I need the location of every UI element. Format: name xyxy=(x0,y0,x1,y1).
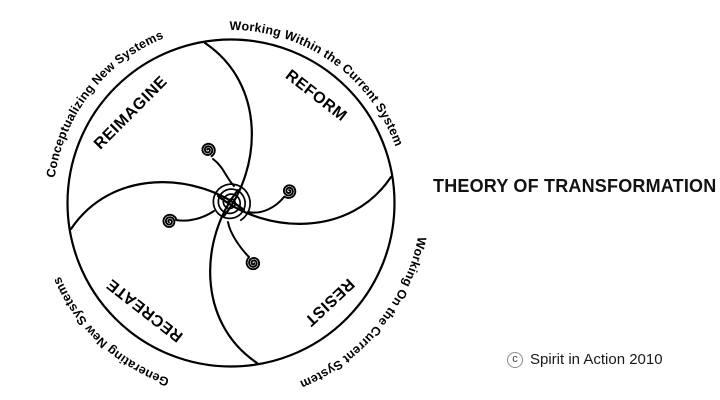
spiral-arm-bottom xyxy=(227,221,250,258)
center-ornament xyxy=(162,142,297,271)
small-spiral-icon-top xyxy=(201,142,216,158)
divider-curve-bottom xyxy=(209,188,259,365)
spiral-arm-right xyxy=(247,196,285,214)
small-spiral-icon-left xyxy=(162,213,178,228)
quadrant-label-reimagine: REIMAGINE xyxy=(91,73,171,153)
small-spiral-icon-right xyxy=(282,184,297,199)
small-spiral-icon-bottom xyxy=(245,256,261,271)
page-title: THEORY OF TRANSFORMATION xyxy=(433,176,717,196)
divider-curve-top xyxy=(203,41,253,218)
arc-label-working-within-current-system: Working Within the Current System xyxy=(229,19,406,148)
quadrant-label-resist: RESIST xyxy=(301,275,357,329)
divider-curve-right xyxy=(216,175,393,225)
quadrant-label-reform: REFORM xyxy=(282,67,350,125)
copyright-icon: c xyxy=(507,351,523,368)
quadrant-label-recreate: RECREATE xyxy=(104,275,187,345)
spiral-arm-left xyxy=(175,210,215,222)
center-spiral-icon xyxy=(212,183,251,222)
quadrant-divider-curves xyxy=(69,41,393,365)
spiral-arm-top xyxy=(212,158,235,187)
transformation-circle xyxy=(66,38,396,368)
copyright-line: c Spirit in Action 2010 xyxy=(507,351,663,368)
copyright-text: Spirit in Action 2010 xyxy=(530,351,663,368)
